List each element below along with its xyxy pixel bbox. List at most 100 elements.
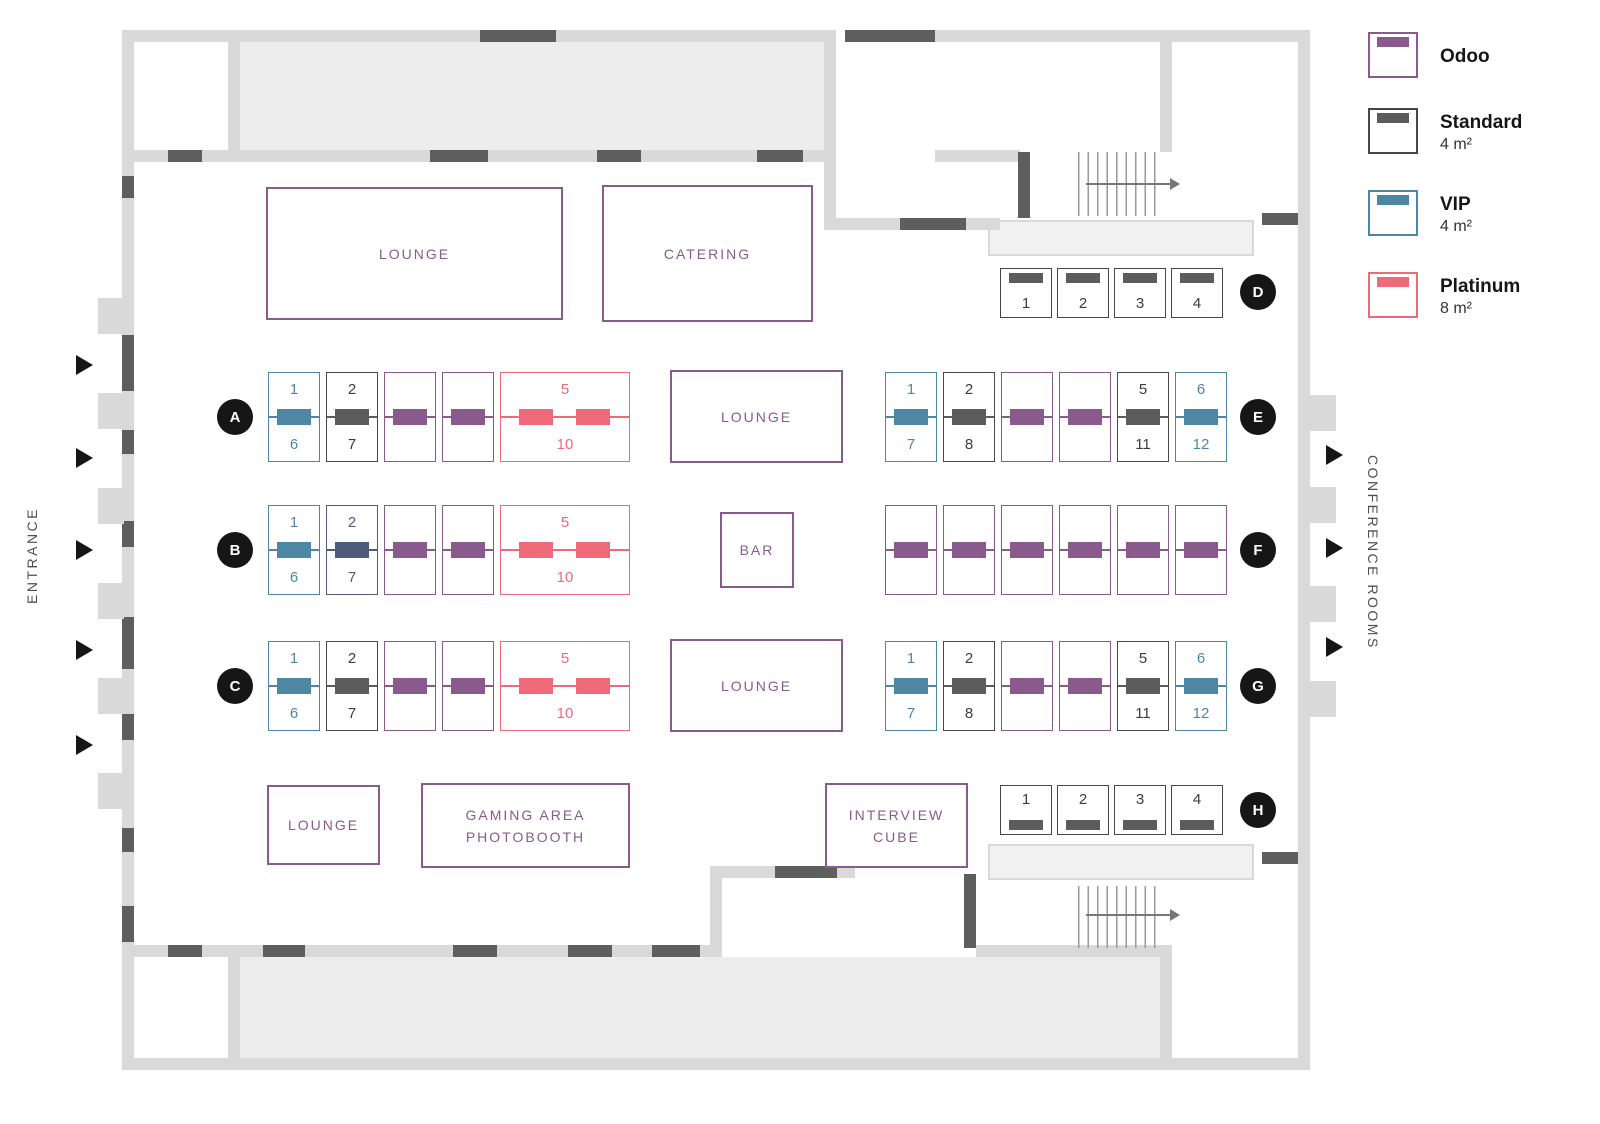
row-label-B: B bbox=[217, 532, 253, 568]
booth-D4[interactable]: 4 bbox=[1171, 268, 1223, 318]
door-frame bbox=[98, 298, 124, 334]
booth-G5[interactable]: 5 11 bbox=[1117, 641, 1169, 731]
booth-H3[interactable]: 3 bbox=[1114, 785, 1166, 835]
entrance-arrow-icon bbox=[76, 448, 93, 468]
booth-A4[interactable] bbox=[442, 372, 494, 462]
booth-desk bbox=[1126, 542, 1160, 558]
booth-H1[interactable]: 1 bbox=[1000, 785, 1052, 835]
wall-segment bbox=[168, 945, 202, 957]
area-label: LOUNGE bbox=[378, 245, 451, 262]
legend-label: Odoo bbox=[1440, 46, 1490, 67]
vip-booth-icon bbox=[1368, 190, 1418, 236]
booth-number: 11 bbox=[1135, 705, 1151, 722]
booth-number: 6 bbox=[1196, 381, 1206, 398]
booth-number: 7 bbox=[347, 569, 357, 586]
booth-number: 7 bbox=[906, 705, 916, 722]
booth-G1[interactable]: 1 7 bbox=[885, 641, 937, 731]
booth-B5[interactable]: 5 10 bbox=[500, 505, 630, 595]
legend-size: 4 m² bbox=[1440, 136, 1472, 153]
wall-segment bbox=[122, 828, 134, 852]
booth-desk bbox=[393, 678, 427, 694]
booth-E6[interactable]: 6 12 bbox=[1175, 372, 1227, 462]
booth-number: 1 bbox=[906, 650, 916, 667]
booth-number: 6 bbox=[289, 705, 299, 722]
booth-F5[interactable] bbox=[1117, 505, 1169, 595]
odoo-booth-icon bbox=[1368, 32, 1418, 78]
row-label-F: F bbox=[1240, 532, 1276, 568]
booth-H2[interactable]: 2 bbox=[1057, 785, 1109, 835]
booth-desk bbox=[576, 542, 610, 558]
booth-F2[interactable] bbox=[943, 505, 995, 595]
booth-A1[interactable]: 1 6 bbox=[268, 372, 320, 462]
wall-segment bbox=[775, 866, 837, 878]
booth-E1[interactable]: 1 7 bbox=[885, 372, 937, 462]
booth-B2[interactable]: 2 7 bbox=[326, 505, 378, 595]
booth-D1[interactable]: 1 bbox=[1000, 268, 1052, 318]
wall-segment bbox=[263, 945, 305, 957]
booth-desk bbox=[519, 409, 553, 425]
booth-C2[interactable]: 2 7 bbox=[326, 641, 378, 731]
booth-desk bbox=[1180, 273, 1214, 283]
wall-segment bbox=[122, 521, 134, 547]
booth-G2[interactable]: 2 8 bbox=[943, 641, 995, 731]
booth-desk bbox=[451, 542, 485, 558]
booth-G4[interactable] bbox=[1059, 641, 1111, 731]
entrance-arrow-icon bbox=[76, 540, 93, 560]
wall-segment bbox=[122, 714, 134, 740]
booth-H4[interactable]: 4 bbox=[1171, 785, 1223, 835]
row-label-D: D bbox=[1240, 274, 1276, 310]
booth-number: 2 bbox=[347, 381, 357, 398]
door-frame bbox=[98, 773, 124, 809]
booth-desk bbox=[335, 409, 369, 425]
booth-D3[interactable]: 3 bbox=[1114, 268, 1166, 318]
corridor-bottom bbox=[988, 844, 1254, 880]
booth-B1[interactable]: 1 6 bbox=[268, 505, 320, 595]
wall bbox=[824, 30, 836, 230]
area-label: PHOTOBOOTH bbox=[465, 828, 586, 845]
booth-B3[interactable] bbox=[384, 505, 436, 595]
booth-divider bbox=[501, 685, 629, 687]
booth-desk bbox=[277, 409, 311, 425]
booth-desk bbox=[1123, 273, 1157, 283]
booth-A2[interactable]: 2 7 bbox=[326, 372, 378, 462]
booth-B4[interactable] bbox=[442, 505, 494, 595]
booth-desk bbox=[576, 409, 610, 425]
booth-A5[interactable]: 5 10 bbox=[500, 372, 630, 462]
wall bbox=[1298, 30, 1310, 1070]
booth-E5[interactable]: 5 11 bbox=[1117, 372, 1169, 462]
booth-desk bbox=[1126, 678, 1160, 694]
booth-number: 1 bbox=[289, 514, 299, 531]
wall bbox=[122, 1058, 1310, 1070]
booth-divider bbox=[501, 549, 629, 551]
wall-segment bbox=[453, 945, 497, 957]
booth-E2[interactable]: 2 8 bbox=[943, 372, 995, 462]
booth-A3[interactable] bbox=[384, 372, 436, 462]
booth-number: 7 bbox=[347, 436, 357, 453]
booth-F4[interactable] bbox=[1059, 505, 1111, 595]
booth-F1[interactable] bbox=[885, 505, 937, 595]
booth-E3[interactable] bbox=[1001, 372, 1053, 462]
booth-desk bbox=[1010, 542, 1044, 558]
booth-D2[interactable]: 2 bbox=[1057, 268, 1109, 318]
booth-C4[interactable] bbox=[442, 641, 494, 731]
wall bbox=[122, 945, 722, 957]
area-label: BAR bbox=[739, 542, 775, 558]
booth-G3[interactable] bbox=[1001, 641, 1053, 731]
booth-E4[interactable] bbox=[1059, 372, 1111, 462]
row-label-E: E bbox=[1240, 399, 1276, 435]
booth-G6[interactable]: 6 12 bbox=[1175, 641, 1227, 731]
booth-F3[interactable] bbox=[1001, 505, 1053, 595]
booth-desk bbox=[1009, 820, 1043, 830]
area-label: LOUNGE bbox=[720, 408, 793, 425]
booth-number: 5 bbox=[560, 514, 570, 531]
booth-number: 7 bbox=[347, 705, 357, 722]
booth-C1[interactable]: 1 6 bbox=[268, 641, 320, 731]
conference-rooms-label: CONFERENCE ROOMS bbox=[1365, 454, 1381, 650]
booth-number: 1 bbox=[1021, 295, 1031, 312]
booth-C5[interactable]: 5 10 bbox=[500, 641, 630, 731]
booth-C3[interactable] bbox=[384, 641, 436, 731]
booth-number: 2 bbox=[347, 650, 357, 667]
booth-desk bbox=[1377, 113, 1409, 123]
booth-F6[interactable] bbox=[1175, 505, 1227, 595]
